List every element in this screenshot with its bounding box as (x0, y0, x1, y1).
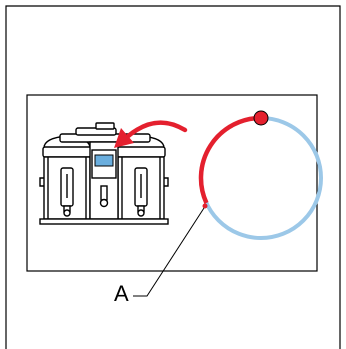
page-border (5, 5, 341, 349)
dial-start-marker (202, 203, 208, 209)
leader-line-a (133, 207, 205, 297)
rotary-dial-icon (198, 110, 323, 240)
coffee-brewer-icon (39, 122, 169, 225)
dial-knob (253, 110, 269, 126)
curved-arrow-icon (114, 120, 188, 148)
control-display (94, 154, 114, 167)
callout-label-a: A (114, 281, 129, 306)
